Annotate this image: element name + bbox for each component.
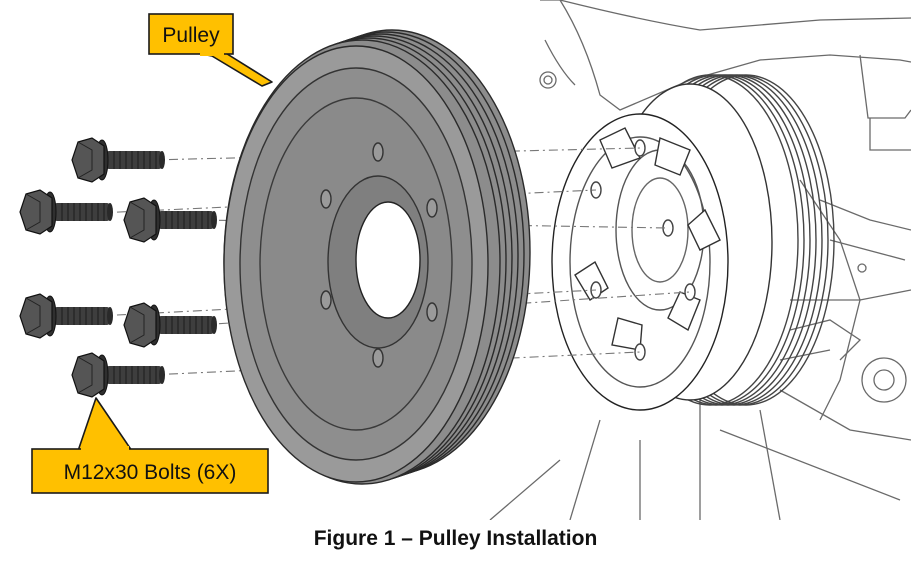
pulley-installation-diagram: Pulley M12x30 Bolts (6X)	[19, 0, 911, 520]
crank-hub-assembly	[551, 74, 835, 411]
pulley	[223, 29, 531, 485]
bolt-2	[19, 189, 114, 235]
pulley-callout-box	[148, 13, 234, 55]
hub-windows	[574, 127, 721, 351]
hub-bolt-holes	[590, 139, 696, 361]
bolts-callout: M12x30 Bolts (6X)	[31, 397, 269, 494]
bolts	[19, 137, 218, 398]
pulley-callout-label: Pulley	[162, 24, 220, 47]
bolts-callout-label: M12x30 Bolts (6X)	[64, 461, 237, 484]
bolt-1	[71, 137, 166, 183]
pulley-callout: Pulley	[148, 13, 273, 87]
bolts-callout-box	[31, 448, 269, 494]
figure-caption: Figure 1 – Pulley Installation	[313, 527, 598, 550]
engine-block-lineart	[489, 0, 911, 520]
bolt-4	[19, 293, 114, 339]
bolt-6	[71, 352, 166, 398]
pulley-bolt-holes	[320, 142, 438, 368]
bolt-3	[123, 197, 218, 243]
bolt-5	[123, 302, 218, 348]
